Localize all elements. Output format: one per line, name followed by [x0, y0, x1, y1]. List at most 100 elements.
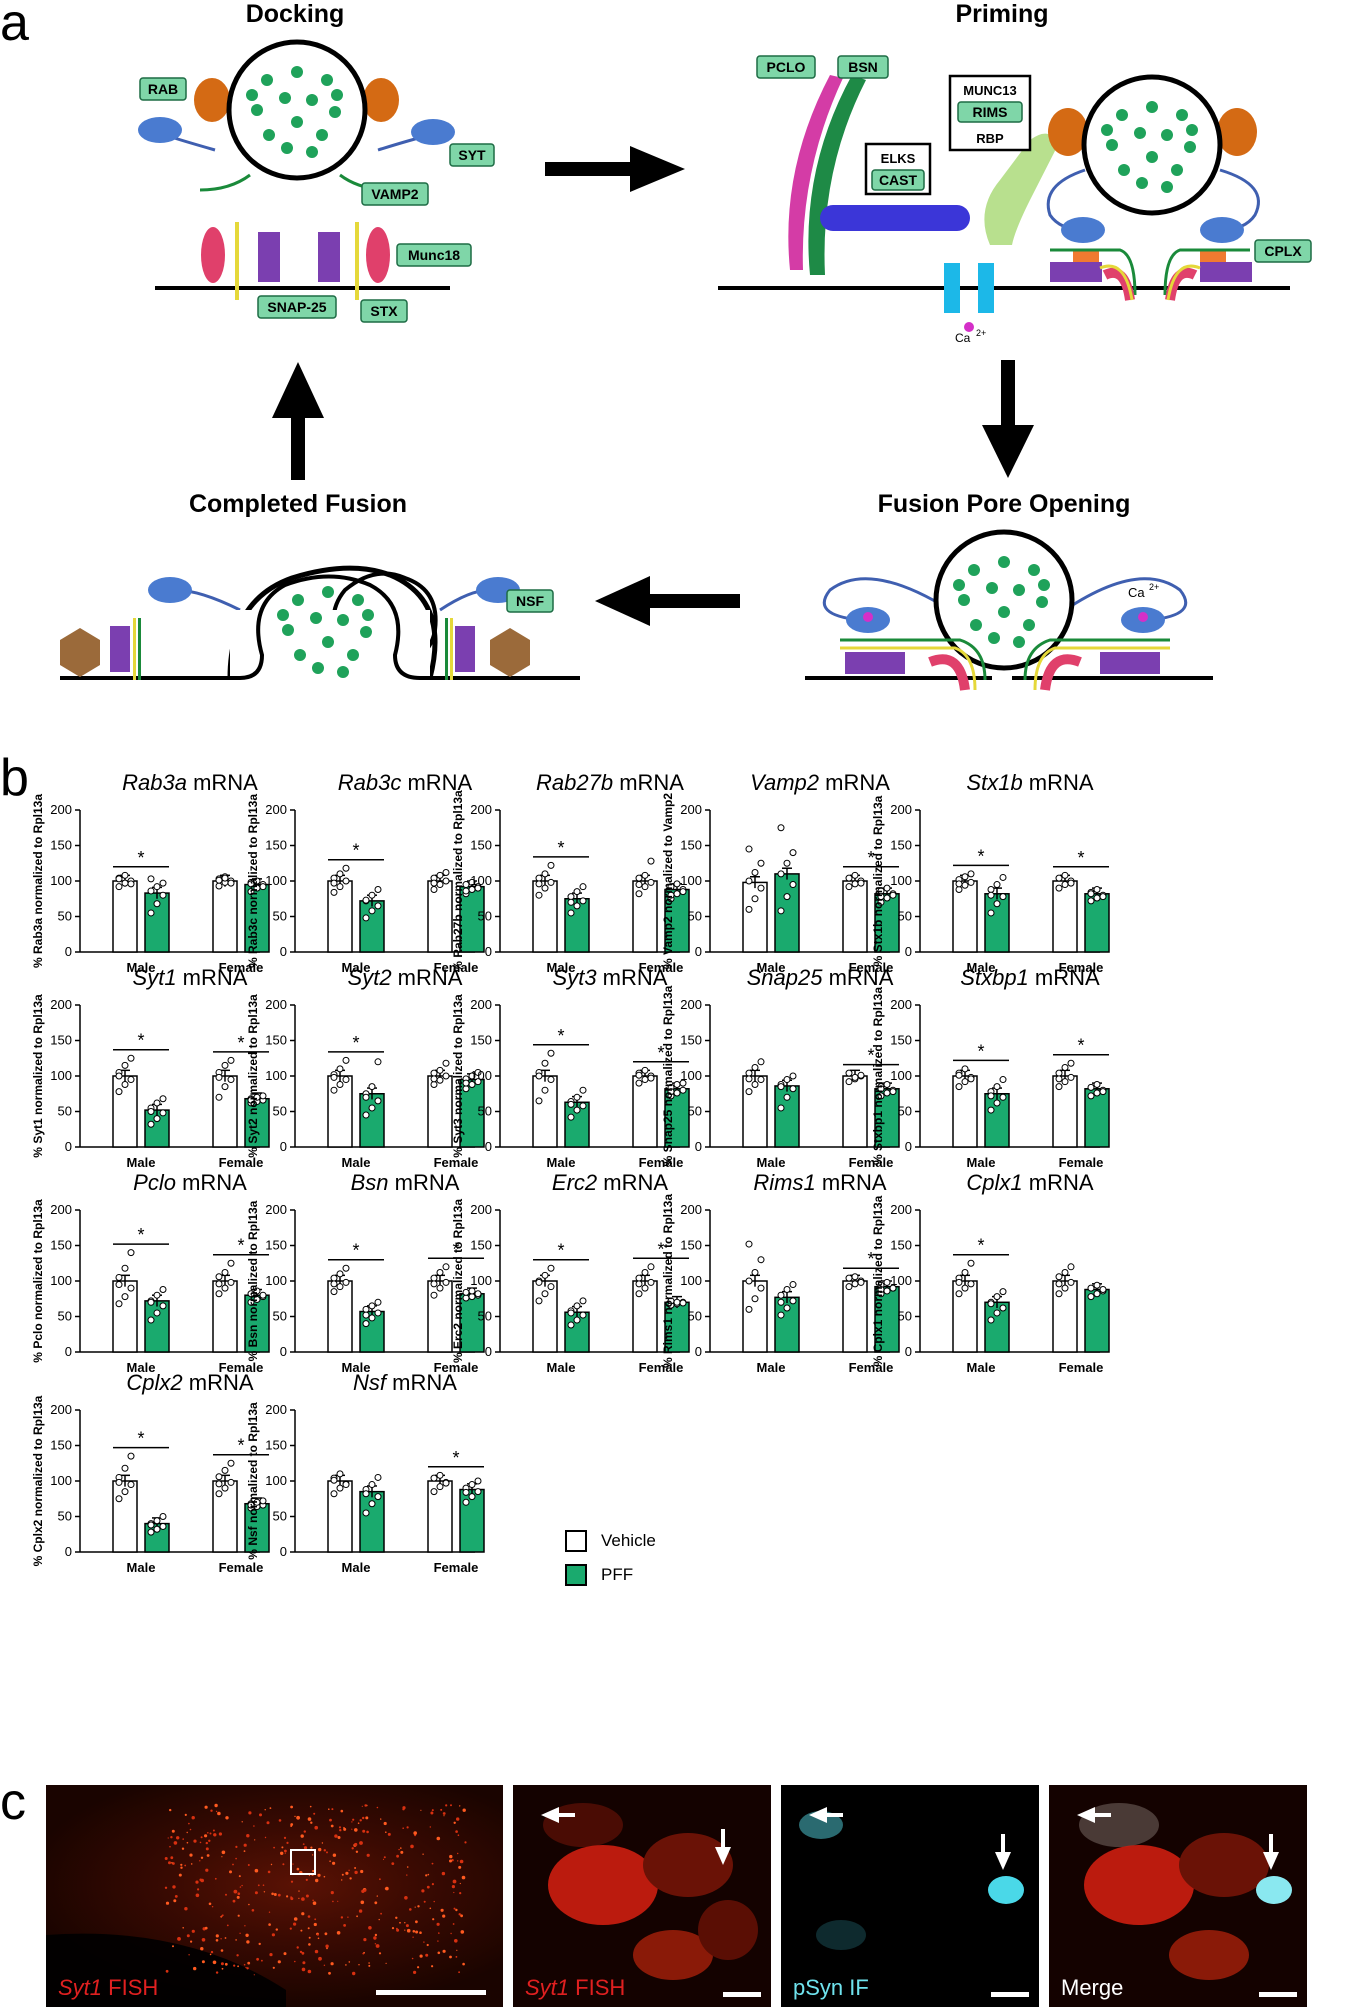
speckle	[404, 1922, 406, 1924]
data-point	[967, 878, 975, 886]
speckle	[374, 1901, 378, 1905]
y-tick-label: 200	[265, 1402, 287, 1417]
data-point	[757, 1284, 765, 1292]
data-point	[745, 1075, 753, 1083]
speckle	[200, 1856, 204, 1859]
stage-title-completed-fusion: Completed Fusion	[189, 490, 407, 518]
data-point	[330, 888, 338, 896]
data-point	[547, 861, 555, 869]
data-point	[336, 1270, 344, 1278]
speckle	[247, 1864, 250, 1866]
speckle	[330, 1962, 334, 1966]
chart-title: Syt3 mRNA	[553, 965, 668, 990]
data-point	[468, 1293, 476, 1301]
speckle	[457, 1834, 460, 1836]
speckle	[205, 1841, 208, 1845]
y-axis-label: % Stx1b normalized to Rpl13a	[871, 795, 885, 966]
speckle	[186, 1831, 188, 1834]
data-point	[336, 1065, 344, 1073]
chart-title: Rab27b mRNA	[536, 770, 684, 795]
speckle	[314, 1918, 317, 1921]
speckle	[259, 1813, 262, 1817]
arrow-right	[545, 146, 685, 192]
data-point	[567, 1309, 575, 1317]
speckle	[347, 1916, 349, 1918]
data-point	[851, 1073, 859, 1081]
speckle	[186, 1934, 190, 1938]
y-axis-label: % Cplx2 normalized to Rpl13a	[31, 1395, 45, 1566]
tag-munc18: Munc18	[396, 243, 472, 267]
legend-item-vehicle: Vehicle	[565, 1530, 656, 1552]
data-point	[253, 877, 261, 885]
arrow-up	[272, 362, 324, 480]
speckle	[368, 1926, 372, 1930]
y-tick-label: 200	[890, 1202, 912, 1217]
x-category-label: Female	[639, 1155, 684, 1170]
speckle	[402, 1806, 406, 1810]
data-point	[757, 1256, 765, 1264]
svg-text:SNAP-25: SNAP-25	[267, 299, 326, 315]
data-point	[474, 1477, 482, 1485]
speckle	[262, 1884, 265, 1886]
speckle	[238, 1875, 241, 1878]
data-point	[462, 1079, 470, 1087]
speckle	[404, 1896, 408, 1900]
y-tick-label: 200	[265, 997, 287, 1012]
speckle	[303, 1846, 308, 1850]
data-point	[993, 1309, 1001, 1317]
speckle	[208, 1902, 212, 1906]
speckle	[313, 1812, 316, 1815]
data-point	[430, 879, 438, 887]
data-point	[159, 891, 167, 899]
speckle	[191, 1929, 195, 1933]
data-point	[1067, 1059, 1075, 1067]
speckle	[326, 1947, 328, 1950]
data-point	[159, 1109, 167, 1117]
data-point	[1067, 879, 1075, 887]
speckle	[462, 1962, 465, 1966]
x-category-label: Male	[967, 1155, 996, 1170]
arrow-marker	[809, 1807, 827, 1823]
data-point	[253, 1287, 261, 1295]
data-point	[147, 1120, 155, 1128]
data-point	[121, 1464, 129, 1472]
speckle	[348, 1869, 350, 1871]
speckle	[429, 1907, 432, 1910]
data-point	[967, 870, 975, 878]
speckle	[358, 1964, 360, 1966]
data-point	[987, 909, 995, 917]
y-tick-label: 50	[898, 909, 912, 924]
speckle	[168, 1861, 171, 1865]
data-point	[783, 1093, 791, 1101]
y-tick-label: 50	[688, 909, 702, 924]
speckle	[302, 1843, 305, 1845]
data-point	[579, 1102, 587, 1110]
arrow-left	[595, 576, 740, 626]
speckle	[177, 1937, 181, 1941]
significance-star: *	[867, 848, 874, 868]
data-point	[641, 1066, 649, 1074]
speckle	[356, 1915, 358, 1918]
data-point	[961, 1268, 969, 1276]
data-point	[999, 1288, 1007, 1296]
y-tick-label: 0	[65, 1139, 72, 1154]
speckle	[455, 1830, 458, 1833]
y-tick-label: 200	[50, 1402, 72, 1417]
y-tick-label: 0	[905, 1139, 912, 1154]
data-point	[227, 1459, 235, 1467]
y-axis-label: % Erc2 normalized to Rpl13a	[451, 1199, 465, 1363]
speckle	[324, 1932, 328, 1936]
data-point	[751, 1268, 759, 1276]
data-point	[127, 1076, 135, 1084]
data-point	[227, 1278, 235, 1286]
data-point	[1055, 884, 1063, 892]
speckle	[355, 1850, 359, 1853]
speckle	[170, 1836, 173, 1839]
vesicle-dot	[1116, 109, 1128, 121]
speckle	[233, 1964, 236, 1967]
data-point	[336, 1470, 344, 1478]
x-category-label: Male	[127, 1155, 156, 1170]
